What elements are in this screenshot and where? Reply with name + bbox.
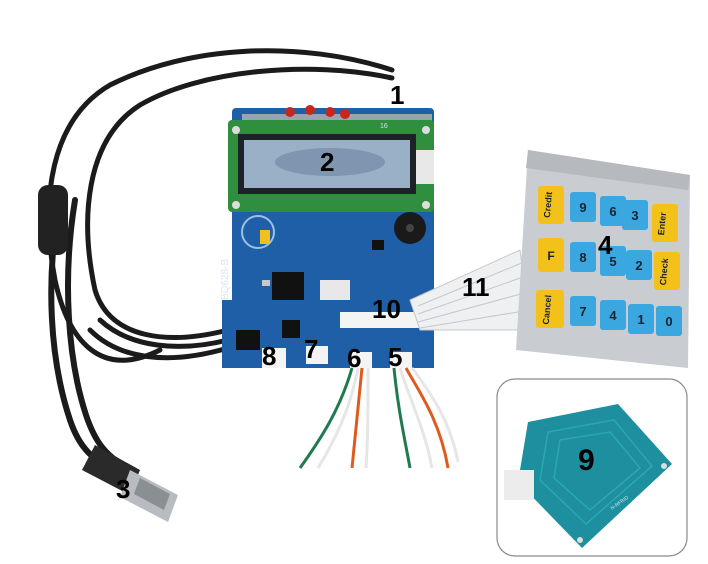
svg-text:2: 2 [635, 258, 642, 273]
key-cancel[interactable] [536, 290, 564, 328]
keypad-connector [340, 312, 424, 328]
key-3[interactable] [622, 200, 648, 230]
microcontroller-chip [272, 272, 304, 300]
key-check[interactable] [654, 252, 680, 290]
callout-10: 10 [372, 294, 401, 324]
callout-9: 9 [578, 444, 595, 477]
callout-4: 4 [598, 230, 613, 260]
svg-text:Credit: Credit [542, 191, 554, 218]
key-0[interactable] [656, 306, 682, 336]
svg-text:7: 7 [579, 304, 586, 319]
callout-8: 8 [262, 341, 276, 371]
key-8[interactable] [570, 242, 596, 272]
svg-text:6: 6 [609, 204, 616, 219]
sensor-wires [298, 367, 460, 469]
svg-text:5: 5 [609, 254, 616, 269]
callout-11: 11 [462, 272, 490, 302]
svg-text:Check: Check [658, 257, 670, 286]
svg-text:1: 1 [637, 312, 644, 327]
key-5[interactable] [600, 246, 626, 276]
svg-text:F: F [547, 249, 554, 263]
key-7[interactable] [570, 296, 596, 326]
svg-text:8: 8 [579, 250, 586, 265]
callout-3: 3 [116, 474, 130, 504]
key-2[interactable] [626, 250, 652, 280]
svg-text:3: 3 [631, 208, 638, 223]
callout-2: 2 [320, 147, 334, 177]
callout-1: 1 [390, 80, 404, 110]
key-6[interactable] [600, 196, 626, 226]
key-enter[interactable] [652, 204, 678, 242]
svg-text:0: 0 [665, 314, 672, 329]
membrane-keypad: Credit 9 6 3 Enter F 8 5 2 Check Cancel … [516, 150, 690, 368]
svg-text:9: 9 [579, 200, 586, 215]
connector-8 [262, 348, 286, 368]
key-9[interactable] [570, 192, 596, 222]
callout-7: 7 [304, 334, 318, 364]
main-board: 16 BQ628-B [220, 105, 434, 368]
svg-text:Enter: Enter [656, 211, 668, 235]
lcd-marker: 16 [380, 123, 388, 130]
svg-text:4: 4 [609, 308, 617, 323]
callout-5: 5 [388, 342, 402, 372]
key-f[interactable] [538, 238, 564, 272]
ferrite-bead [38, 185, 68, 255]
key-credit[interactable] [538, 186, 564, 224]
usb-cable [46, 48, 395, 471]
board-model: BQ628-B [220, 259, 231, 300]
connector-6 [350, 352, 372, 368]
usb-plug [82, 445, 178, 522]
connector-5 [390, 352, 412, 368]
svg-text:Cancel: Cancel [541, 295, 554, 325]
key-1[interactable] [628, 304, 654, 334]
rfid-antenna-board [518, 404, 672, 548]
callout-6: 6 [347, 343, 361, 373]
rfid-inset: N-RFRID [496, 378, 688, 557]
key-4[interactable] [600, 300, 626, 330]
connector-7 [306, 346, 328, 364]
